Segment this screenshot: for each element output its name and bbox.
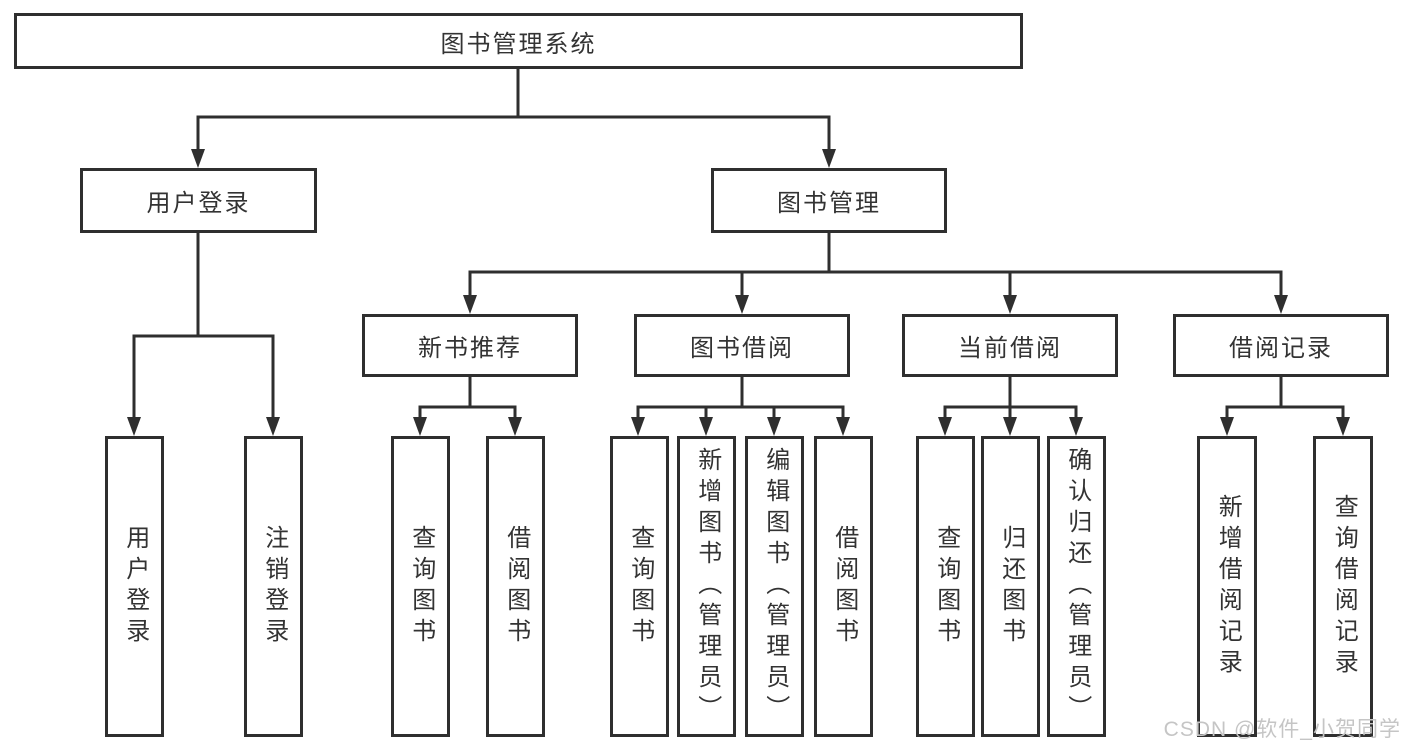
leaf-label: 查询借阅记录 <box>1330 493 1358 680</box>
node-user-login: 用户登录 <box>80 168 317 233</box>
leaf-return-books: 归还图书 <box>981 436 1040 737</box>
leaf-label: 借阅图书 <box>502 524 530 649</box>
node-root-system: 图书管理系统 <box>14 13 1023 69</box>
leaf-confirm-return-admin: 确认归还（管理员） <box>1047 436 1106 737</box>
leaf-query-books-current: 查询图书 <box>916 436 975 737</box>
leaf-label: 查询图书 <box>932 524 960 649</box>
node-book-borrow: 图书借阅 <box>634 314 850 377</box>
leaf-borrow-books-recommend: 借阅图书 <box>486 436 545 737</box>
leaf-query-books-recommend: 查询图书 <box>391 436 450 737</box>
leaf-label: 借阅图书 <box>830 524 858 649</box>
leaf-label: 确认归还（管理员） <box>1063 447 1091 726</box>
leaf-label: 新增图书（管理员） <box>693 447 721 726</box>
leaf-label: 新增借阅记录 <box>1214 493 1242 680</box>
leaf-label: 查询图书 <box>626 524 654 649</box>
csdn-watermark: CSDN @软件_小贺同学 <box>1163 718 1401 741</box>
leaf-edit-book-admin: 编辑图书（管理员） <box>745 436 804 737</box>
node-current-borrow: 当前借阅 <box>902 314 1118 377</box>
leaf-logout: 注销登录 <box>244 436 303 737</box>
leaf-query-books-borrow: 查询图书 <box>610 436 669 737</box>
node-new-book-recommend: 新书推荐 <box>362 314 578 377</box>
leaf-add-book-admin: 新增图书（管理员） <box>677 436 736 737</box>
node-borrow-records: 借阅记录 <box>1173 314 1389 377</box>
leaf-logout-label: 注销登录 <box>260 524 288 649</box>
arrowhead-icons <box>127 149 1350 436</box>
leaf-borrow-books: 借阅图书 <box>814 436 873 737</box>
leaf-user-login-label: 用户登录 <box>121 524 149 649</box>
leaf-user-login: 用户登录 <box>105 436 164 737</box>
leaf-query-borrow-record: 查询借阅记录 <box>1313 436 1373 737</box>
leaf-add-borrow-record: 新增借阅记录 <box>1197 436 1257 737</box>
leaf-label: 编辑图书（管理员） <box>761 447 789 726</box>
leaf-label: 查询图书 <box>407 524 435 649</box>
leaf-label: 归还图书 <box>997 524 1025 649</box>
node-book-management: 图书管理 <box>711 168 947 233</box>
